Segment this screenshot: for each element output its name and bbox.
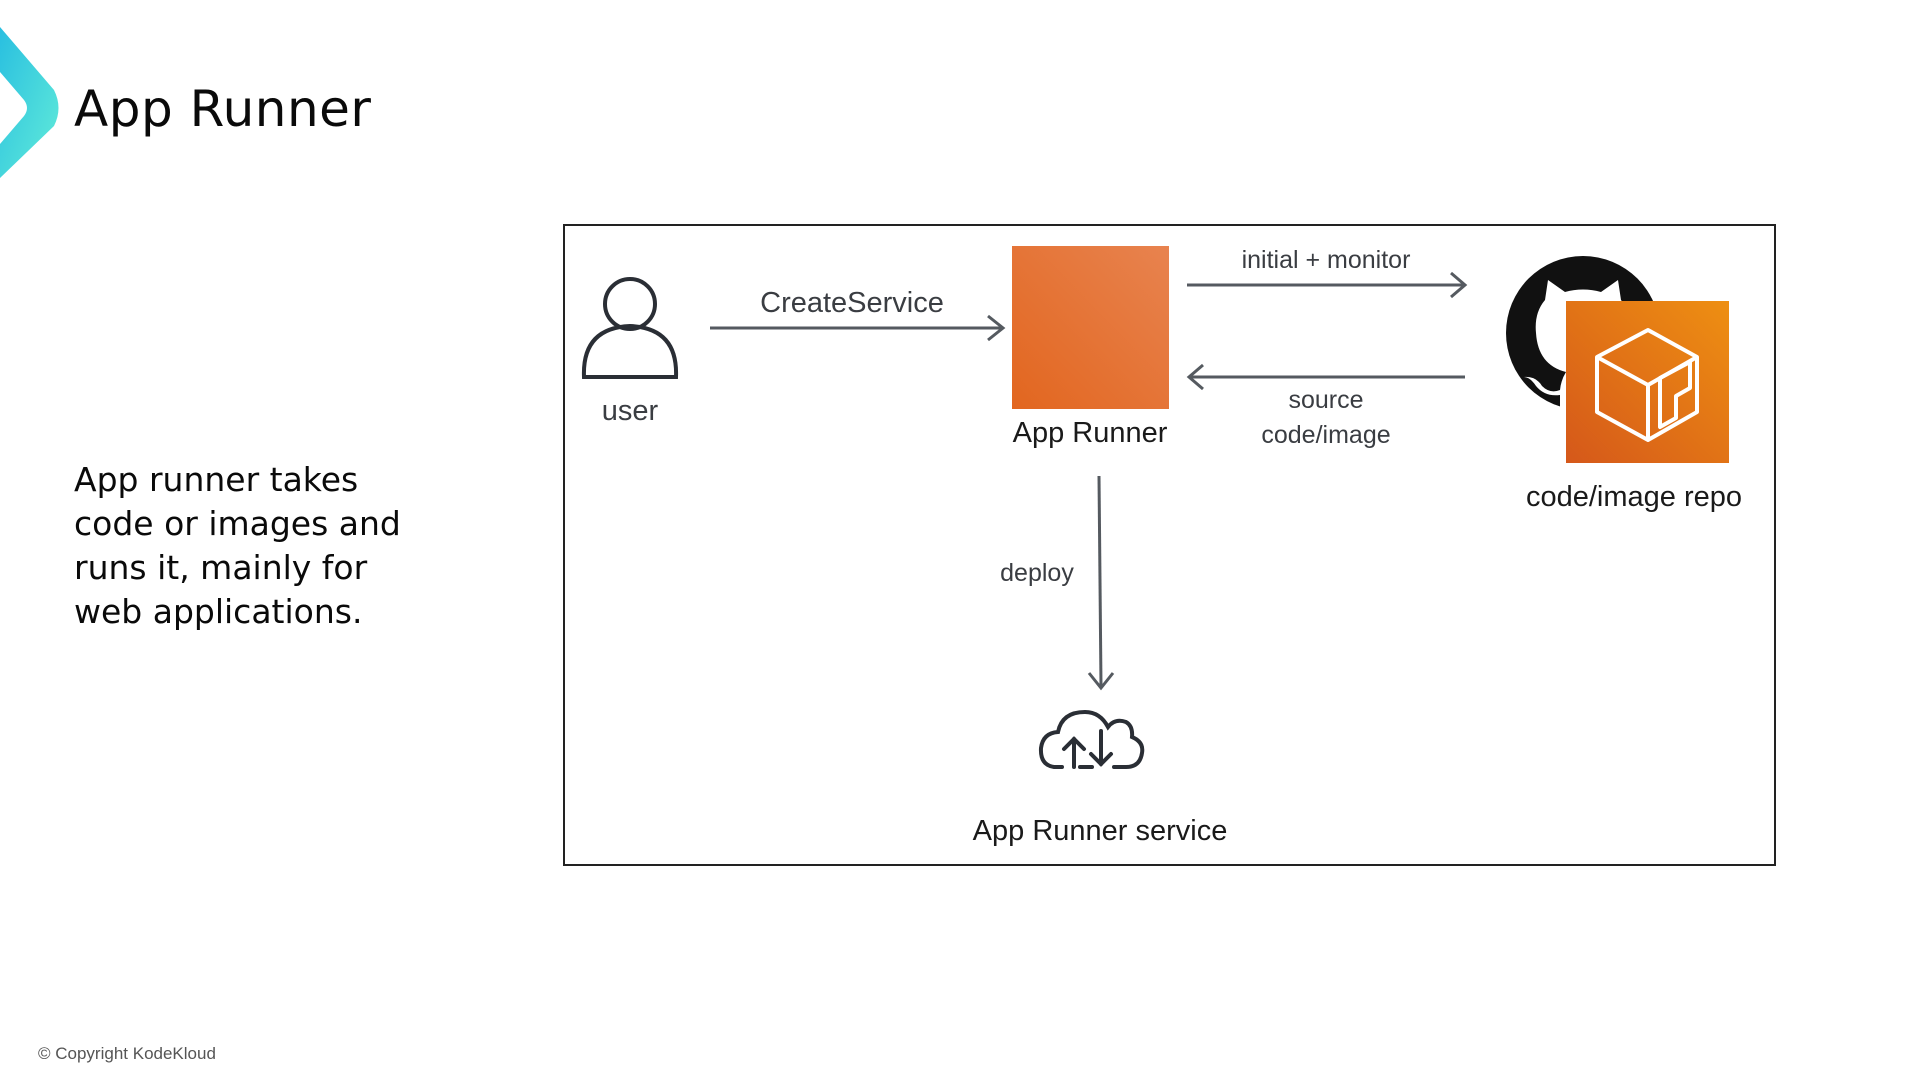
- deploy-label: deploy: [1000, 559, 1074, 587]
- service-label: App Runner service: [973, 815, 1228, 847]
- deploy-arrow-line: [1097, 475, 1103, 687]
- user-label: user: [602, 395, 659, 427]
- accent-chevron-icon: [0, 27, 59, 178]
- edge-createservice: CreateService: [710, 287, 1006, 342]
- cloud-upload-download-icon: [1038, 709, 1145, 769]
- initial-monitor-arrowhead: [1450, 271, 1468, 299]
- deploy-arrowhead: [1087, 672, 1115, 691]
- copyright-footer: © Copyright KodeKloud: [38, 1044, 216, 1063]
- edge-initial-monitor: initial + monitor: [1187, 246, 1468, 299]
- description-text: App runner takes code or images and runs…: [74, 460, 401, 631]
- user-icon: [581, 277, 679, 379]
- app-runner-label: App Runner: [1013, 417, 1168, 449]
- source-label-line2: code/image: [1261, 421, 1390, 449]
- service-node: App Runner service: [973, 709, 1228, 847]
- user-node: user: [581, 277, 679, 427]
- app-runner-node: App Runner: [1012, 246, 1169, 449]
- initial-monitor-label: initial + monitor: [1242, 246, 1411, 274]
- repo-node: code/image repo: [1506, 256, 1742, 513]
- slide-title: App Runner: [74, 80, 372, 138]
- repository-box-glyph: [1595, 328, 1699, 442]
- source-arrowhead: [1186, 363, 1204, 391]
- diagram-frame: [563, 224, 1776, 866]
- createservice-arrowhead: [987, 314, 1006, 342]
- edge-deploy: deploy: [1000, 475, 1115, 691]
- createservice-label: CreateService: [760, 287, 944, 319]
- app-runner-icon: [1012, 246, 1169, 409]
- edge-source-code-image: source code/image: [1186, 363, 1465, 449]
- source-label-line1: source: [1288, 386, 1363, 414]
- repo-label: code/image repo: [1526, 481, 1742, 513]
